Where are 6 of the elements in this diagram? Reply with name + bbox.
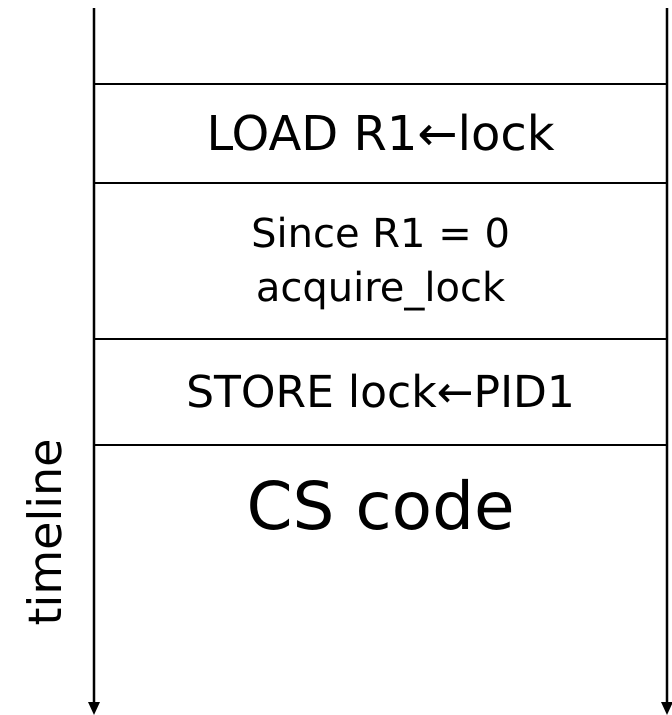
axis-label: timeline	[18, 438, 72, 628]
timeline-band	[95, 83, 666, 184]
band-text: CS code	[246, 466, 515, 547]
band-text: LOAD R1←lock	[206, 104, 555, 164]
band-text: STORE lock←PID1	[186, 366, 575, 420]
band-text: Since R1 = 0 acquire_lock	[250, 210, 511, 313]
